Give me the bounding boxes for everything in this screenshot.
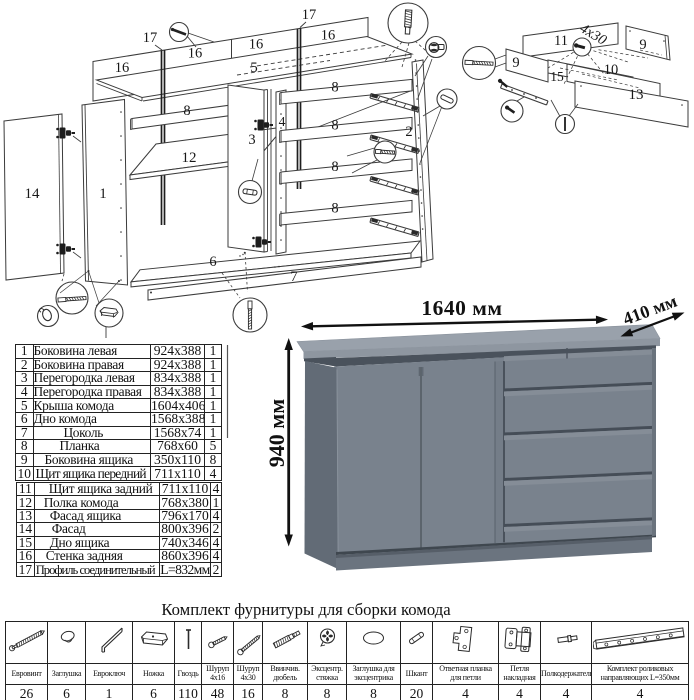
svg-text:1: 1 (99, 186, 107, 202)
svg-text:410 мм: 410 мм (620, 291, 679, 329)
svg-text:11: 11 (554, 33, 568, 49)
svg-text:8: 8 (183, 103, 190, 119)
svg-text:16: 16 (249, 37, 264, 53)
svg-text:1640 мм: 1640 мм (421, 296, 502, 320)
svg-text:9: 9 (512, 55, 519, 71)
svg-text:8: 8 (331, 201, 338, 217)
svg-text:4: 4 (279, 114, 286, 129)
svg-text:9: 9 (639, 37, 646, 53)
svg-text:8: 8 (331, 118, 338, 134)
svg-text:16: 16 (188, 46, 203, 62)
svg-text:16: 16 (115, 60, 130, 76)
svg-text:12: 12 (182, 150, 197, 166)
svg-text:940 мм: 940 мм (264, 399, 289, 467)
svg-text:10: 10 (604, 62, 619, 78)
svg-text:5: 5 (250, 60, 258, 76)
svg-text:13: 13 (629, 87, 644, 103)
svg-text:6: 6 (209, 254, 216, 270)
svg-text:15: 15 (550, 69, 564, 84)
svg-text:8: 8 (331, 80, 338, 96)
svg-text:17: 17 (143, 30, 158, 46)
svg-text:7: 7 (290, 269, 297, 285)
svg-text:14: 14 (25, 186, 41, 202)
svg-text:2: 2 (405, 124, 412, 140)
svg-text:8: 8 (331, 159, 338, 175)
svg-text:16: 16 (321, 28, 336, 44)
svg-text:17: 17 (302, 7, 317, 23)
svg-text:3: 3 (248, 132, 255, 148)
